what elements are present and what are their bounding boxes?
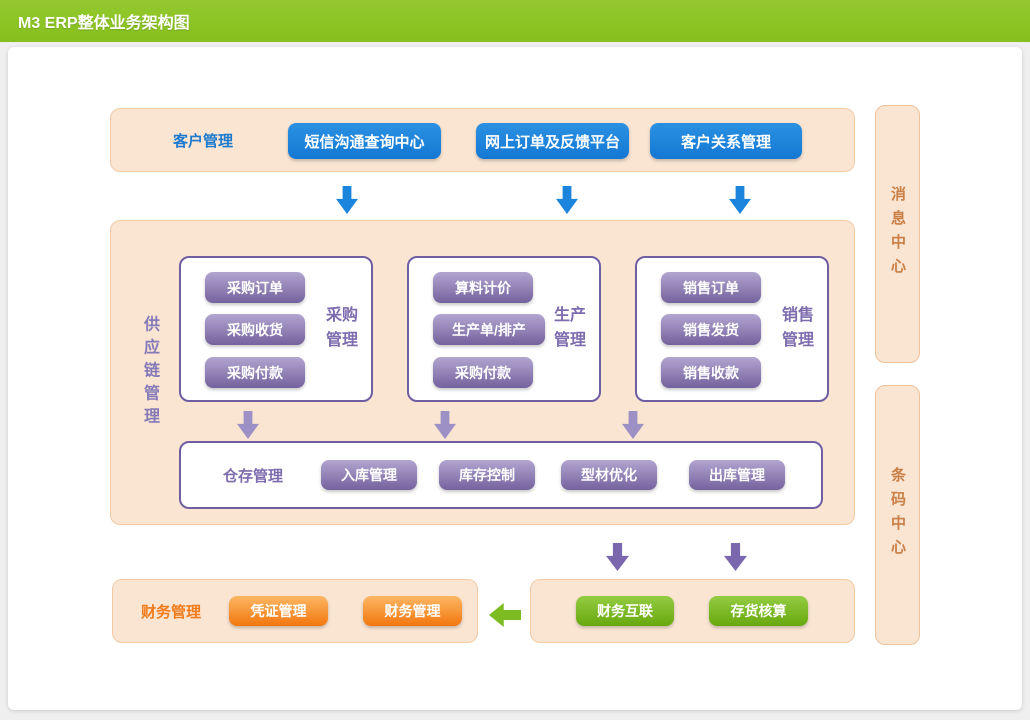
down-arrow-icon — [434, 411, 456, 439]
warehouse-box: 仓存管理 入库管理 库存控制 型材优化 出库管理 — [179, 441, 823, 509]
down-arrow-icon — [556, 186, 578, 214]
node-inventory-accounting[interactable]: 存货核算 — [709, 596, 808, 626]
node-outbound-management[interactable]: 出库管理 — [689, 460, 785, 490]
barcode-center-label: 条码中心 — [889, 467, 906, 563]
finance-panel: 财务管理 凭证管理 财务管理 — [112, 579, 478, 643]
node-voucher-management[interactable]: 凭证管理 — [229, 596, 328, 626]
diagram-canvas: 客户管理 短信沟通查询中心 网上订单及反馈平台 客户关系管理 供应链管理 采购订… — [8, 47, 1022, 710]
module-group-purchase: 采购订单 采购收货 采购付款 采购管理 — [179, 256, 373, 402]
node-inbound-management[interactable]: 入库管理 — [321, 460, 417, 490]
node-inventory-control[interactable]: 库存控制 — [439, 460, 535, 490]
down-arrow-icon — [237, 411, 259, 439]
finance-link-panel: 财务互联 存货核算 — [530, 579, 855, 643]
node-material-pricing[interactable]: 算料计价 — [433, 272, 533, 303]
node-online-order-platform[interactable]: 网上订单及反馈平台 — [476, 123, 629, 159]
node-profile-optimization[interactable]: 型材优化 — [561, 460, 657, 490]
warehouse-label: 仓存管理 — [223, 467, 284, 485]
message-center-label: 消息中心 — [889, 186, 906, 282]
module-group-sales: 销售订单 销售发货 销售收款 销售管理 — [635, 256, 829, 402]
node-sms-query-center[interactable]: 短信沟通查询中心 — [288, 123, 441, 159]
node-sales-order[interactable]: 销售订单 — [661, 272, 761, 303]
purchase-group-label: 采购管理 — [325, 307, 358, 349]
barcode-center-panel: 条码中心 — [875, 385, 920, 645]
supply-chain-label: 供应链管理 — [141, 315, 158, 430]
customer-panel-label: 客户管理 — [173, 132, 234, 150]
customer-panel: 客户管理 短信沟通查询中心 网上订单及反馈平台 客户关系管理 — [110, 108, 855, 172]
node-production-order[interactable]: 生产单/排产 — [433, 314, 545, 345]
supply-chain-panel: 供应链管理 采购订单 采购收货 采购付款 采购管理 算料计价 生产单/排产 采购… — [110, 220, 855, 525]
down-arrow-icon — [606, 543, 629, 571]
node-sales-receipt[interactable]: 销售收款 — [661, 357, 761, 388]
node-production-purchase-payment[interactable]: 采购付款 — [433, 357, 533, 388]
finance-panel-label: 财务管理 — [141, 603, 202, 621]
node-finance-interlink[interactable]: 财务互联 — [576, 596, 674, 626]
node-sales-delivery[interactable]: 销售发货 — [661, 314, 761, 345]
title-bar: M3 ERP整体业务架构图 — [0, 0, 1030, 42]
module-group-production: 算料计价 生产单/排产 采购付款 生产管理 — [407, 256, 601, 402]
node-purchase-payment[interactable]: 采购付款 — [205, 357, 305, 388]
production-group-label: 生产管理 — [553, 307, 586, 349]
node-crm[interactable]: 客户关系管理 — [650, 123, 802, 159]
node-purchase-receipt[interactable]: 采购收货 — [205, 314, 305, 345]
left-arrow-icon — [489, 603, 521, 627]
node-finance-management[interactable]: 财务管理 — [363, 596, 462, 626]
down-arrow-icon — [336, 186, 358, 214]
down-arrow-icon — [724, 543, 747, 571]
sales-group-label: 销售管理 — [781, 307, 814, 349]
node-purchase-order[interactable]: 采购订单 — [205, 272, 305, 303]
down-arrow-icon — [729, 186, 751, 214]
page-title: M3 ERP整体业务架构图 — [18, 15, 190, 32]
down-arrow-icon — [622, 411, 644, 439]
message-center-panel: 消息中心 — [875, 105, 920, 363]
